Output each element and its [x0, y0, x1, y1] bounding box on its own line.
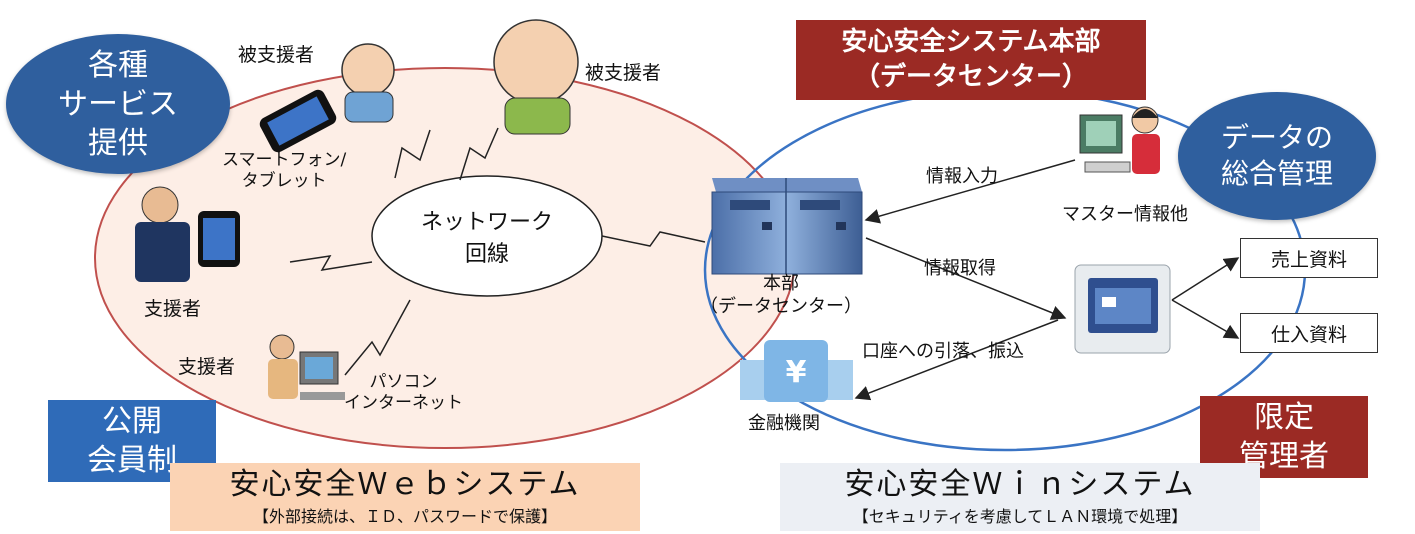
- label-supporter-2: 支援者: [178, 356, 236, 378]
- win-system-title: 安心安全Ｗｉｎシステム: [844, 467, 1196, 502]
- terminal-icon: [1074, 264, 1171, 354]
- supporter-person-icon: [135, 186, 190, 282]
- link-smartphone-user: [394, 129, 431, 179]
- label-arrow-info-input: 情報入力: [926, 166, 998, 187]
- arrow-bank: [854, 319, 1059, 401]
- label-server: 本部 （データセンター）: [700, 273, 862, 317]
- label-bank: 金融機関: [748, 413, 820, 434]
- hq-banner: 安心安全システム本部 （データセンター）: [796, 20, 1146, 100]
- data-management-text: データの 総合管理: [1220, 120, 1333, 190]
- svg-text:¥: ¥: [786, 355, 807, 390]
- arrow-info-fetch: [865, 237, 1067, 320]
- web-system-note: 【外部接続は、ＩＤ、パスワードで保護】: [252, 507, 557, 526]
- arrow-sales-doc: [1171, 257, 1240, 301]
- smartphone-icon-2: [198, 211, 240, 267]
- label-arrow-info-fetch: 情報取得: [924, 258, 996, 279]
- server-icon: [711, 178, 863, 275]
- services-badge-text: 各種 サービス 提供: [58, 47, 178, 161]
- hq-banner-text: 安心安全システム本部 （データセンター）: [841, 26, 1101, 92]
- label-operator: マスター情報他: [1062, 204, 1188, 225]
- win-system-title-bar: 安心安全Ｗｉｎシステム 【セキュリティを考慮してＬＡＮ環境で処理】: [780, 463, 1260, 531]
- label-smartphone: スマートフォン/ タブレット: [222, 150, 347, 192]
- bank-icon: ¥: [740, 340, 853, 402]
- network-label: ネットワーク 回線: [420, 210, 553, 267]
- elder-person-icon-1: [341, 43, 395, 123]
- operator-icon: [1079, 106, 1160, 174]
- data-management-badge: データの 総合管理: [1178, 92, 1376, 220]
- web-system-title-bar: 安心安全Ｗｅｂシステム 【外部接続は、ＩＤ、パスワードで保護】: [170, 463, 640, 531]
- sales-document: 売上資料: [1240, 238, 1378, 278]
- win-system-note: 【セキュリティを考慮してＬＡＮ環境で処理】: [852, 507, 1188, 526]
- link-supporter: [289, 255, 373, 271]
- label-supporter-1: 支援者: [144, 298, 202, 320]
- smartphone-icon-1: [259, 89, 337, 153]
- label-supported-person-2: 被支援者: [585, 62, 662, 84]
- access-badge-text: 公開 会員制: [87, 404, 177, 478]
- sales-document-label: 売上資料: [1270, 248, 1347, 271]
- label-arrow-bank: 口座への引落、振込: [862, 341, 1024, 362]
- arrow-purchase-doc: [1171, 299, 1240, 339]
- label-pc-internet: パソコン インターネット: [344, 372, 463, 414]
- web-system-title: 安心安全Ｗｅｂシステム: [229, 467, 581, 502]
- purchase-document-label: 仕入資料: [1270, 323, 1347, 346]
- services-badge: 各種 サービス 提供: [6, 34, 230, 174]
- arrow-info-input: [864, 159, 1076, 224]
- elder-person-icon-2: [493, 19, 579, 135]
- supporter-pc-icon: [268, 334, 345, 400]
- purchase-document: 仕入資料: [1240, 313, 1378, 353]
- link-server: [601, 231, 706, 247]
- link-elder: [459, 127, 499, 181]
- label-supported-person-1: 被支援者: [238, 44, 315, 66]
- link-pc: [344, 299, 411, 376]
